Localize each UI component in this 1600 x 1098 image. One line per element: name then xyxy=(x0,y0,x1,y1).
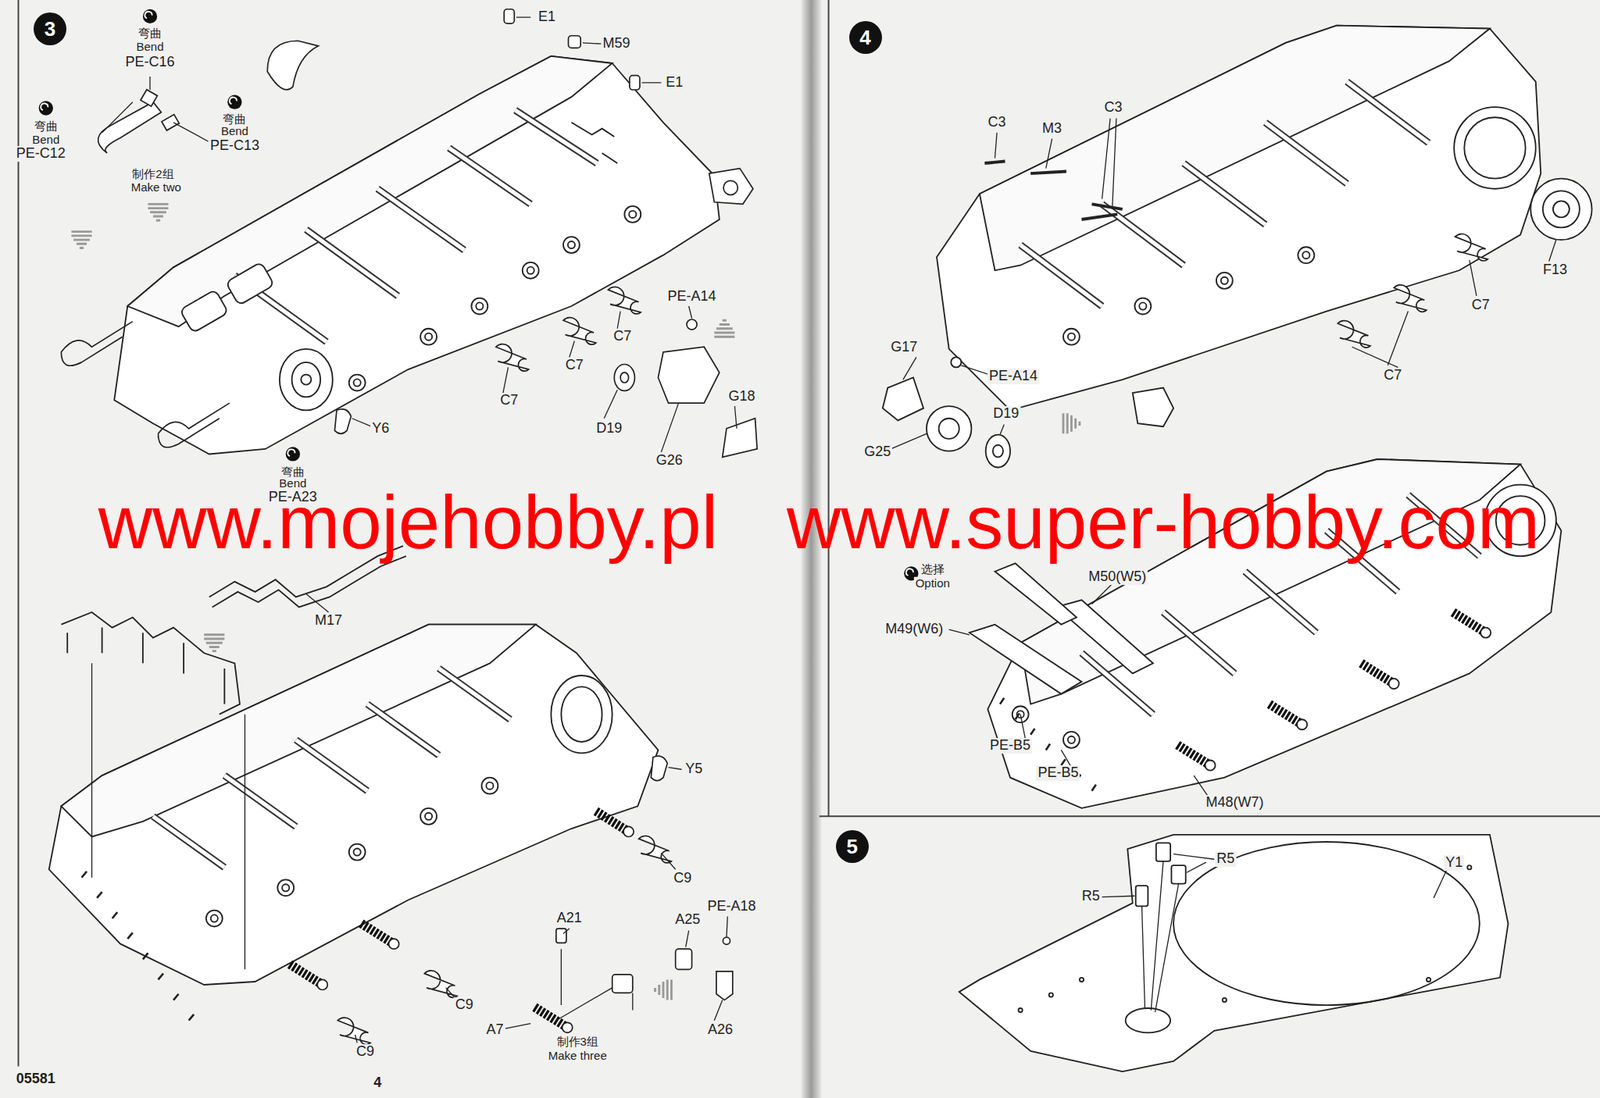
part-number: G18 xyxy=(727,389,758,405)
part-number: R5 xyxy=(1080,889,1102,905)
note-text: Bend xyxy=(219,125,250,139)
part-number: G26 xyxy=(654,453,685,469)
part-number: PE-A14 xyxy=(666,289,718,305)
step-number: 5 xyxy=(835,829,870,865)
part-number: G25 xyxy=(862,444,893,461)
part-number: PE-C12 xyxy=(14,146,68,162)
part-number: Y1 xyxy=(1443,855,1465,872)
part-number: M17 xyxy=(313,614,344,630)
part-number: A7 xyxy=(484,1022,505,1039)
part-number: A26 xyxy=(706,1022,735,1039)
note-text: 选择 xyxy=(919,563,947,577)
watermark: www.super-hobby.com xyxy=(786,481,1540,565)
part-number: M50(W5) xyxy=(1086,569,1148,586)
part-number: PE-A18 xyxy=(705,899,758,915)
part-number: PE-C13 xyxy=(208,138,261,154)
part-number: PE-B5 xyxy=(1035,765,1080,782)
note-text: 弯曲 xyxy=(221,113,248,127)
part-number: C7 xyxy=(498,392,520,409)
step-number-text: 5 xyxy=(835,829,870,865)
note-text: Make three xyxy=(546,1050,609,1064)
part-number: C7 xyxy=(564,357,586,374)
part-number: M59 xyxy=(600,35,632,52)
part-number: C7 xyxy=(1382,367,1404,384)
part-number: A25 xyxy=(673,912,702,929)
part-number: A21 xyxy=(555,910,584,927)
part-number: Y5 xyxy=(683,761,704,778)
part-number: C9 xyxy=(671,871,693,887)
note-text: 制作2组 xyxy=(130,167,175,182)
part-number: E1 xyxy=(536,9,558,25)
part-number: D19 xyxy=(991,406,1021,422)
part-number: M3 xyxy=(1040,121,1064,137)
page-number: 4 xyxy=(373,1075,382,1092)
note-text: 弯曲 xyxy=(136,27,164,41)
part-number: PE-B5 xyxy=(988,738,1033,754)
part-number: PE-C16 xyxy=(123,54,176,71)
part-number: M48(W7) xyxy=(1203,795,1265,811)
note-text: Bend xyxy=(134,40,165,54)
part-number: D19 xyxy=(594,421,624,437)
step-number: 3 xyxy=(32,11,68,47)
part-number: C3 xyxy=(1102,100,1124,117)
part-number: C9 xyxy=(453,997,475,1014)
part-number: C3 xyxy=(986,114,1008,131)
note-text: Make two xyxy=(129,181,183,195)
part-number: C9 xyxy=(354,1044,376,1061)
note-text: 弯曲 xyxy=(32,120,60,134)
part-number: R5 xyxy=(1214,851,1236,868)
step-number: 4 xyxy=(848,20,883,55)
step-number-text: 4 xyxy=(848,20,883,55)
part-number: M49(W6) xyxy=(883,621,945,638)
part-number: C7 xyxy=(1470,297,1492,314)
page-number: 05581 xyxy=(16,1071,56,1088)
watermark: www.mojehobby.pl xyxy=(98,481,718,565)
part-number: Y6 xyxy=(370,421,391,437)
part-number: F13 xyxy=(1541,262,1569,279)
part-number: PE-A14 xyxy=(987,368,1040,385)
step-number-text: 3 xyxy=(32,11,68,47)
part-number: G17 xyxy=(889,339,919,356)
note-text: Bend xyxy=(30,133,61,147)
note-text: 制作3组 xyxy=(555,1035,600,1049)
note-text: Option xyxy=(914,577,952,591)
part-number: E1 xyxy=(664,75,685,91)
part-number: C7 xyxy=(611,328,633,345)
